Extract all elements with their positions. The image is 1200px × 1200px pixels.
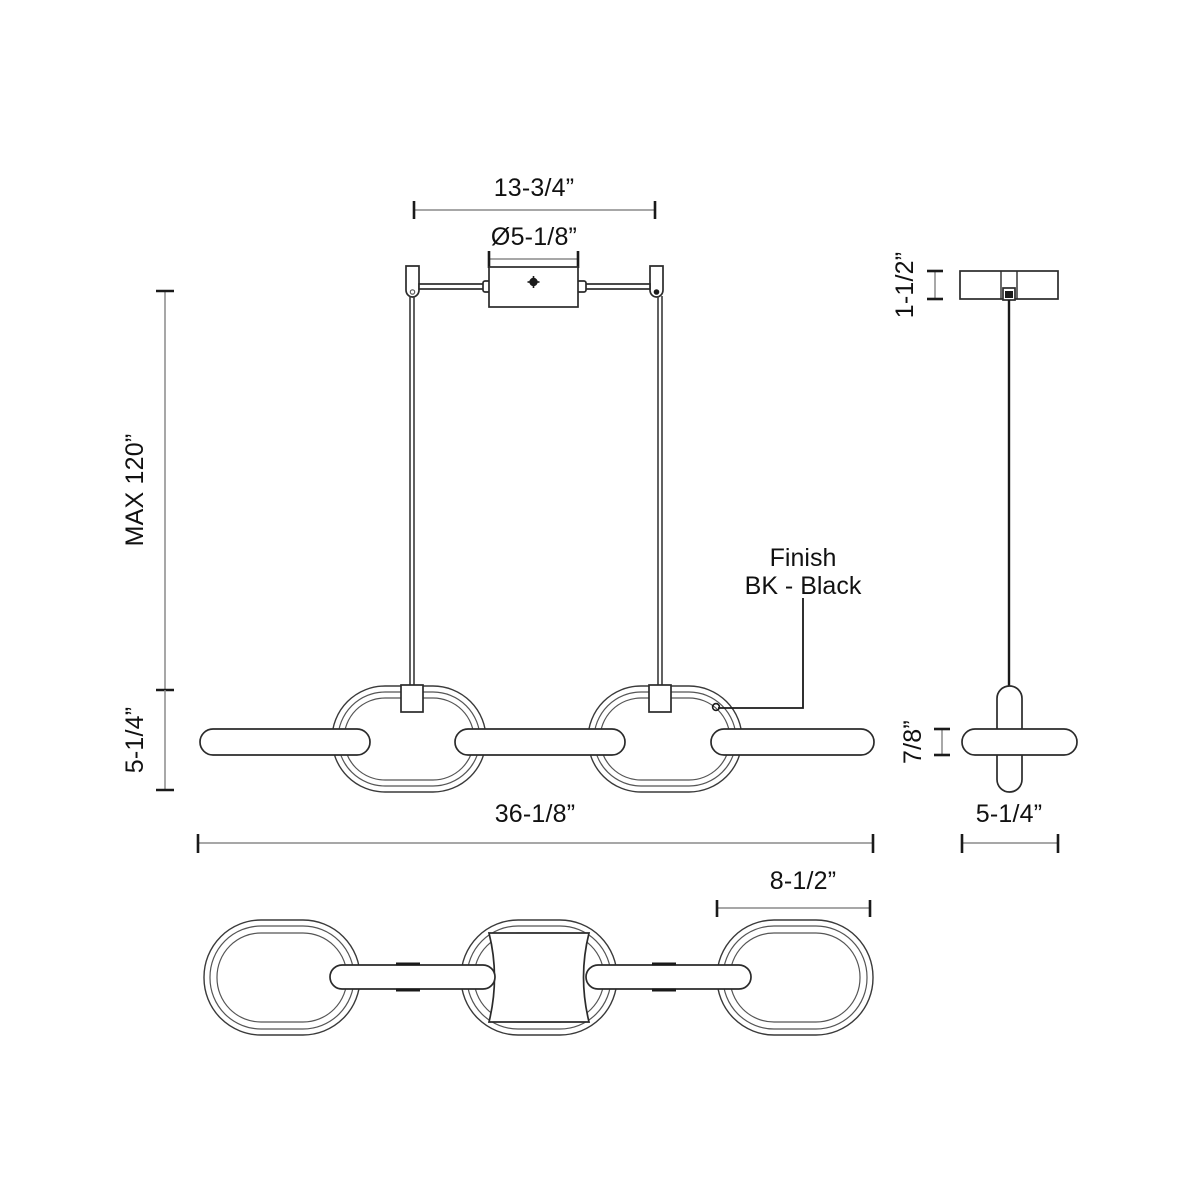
label-canopy-diameter: Ø5-1/8” xyxy=(491,223,577,251)
dimension-fixture-height xyxy=(156,690,174,792)
dimension-overall-length xyxy=(196,834,875,853)
label-fixture-depth-side: 5-1/4” xyxy=(976,800,1043,828)
dimension-max-drop xyxy=(156,289,174,692)
label-fixture-height: 5-1/4” xyxy=(121,707,149,774)
front-elevation-view xyxy=(156,201,875,853)
fixture-side-cross xyxy=(961,685,1078,793)
dimension-canopy-height-side xyxy=(927,269,943,301)
canopy-side xyxy=(959,270,1059,301)
dimension-bar-thickness-side xyxy=(934,727,950,757)
light-bars-top xyxy=(329,962,752,992)
dimension-ring-width-top xyxy=(715,900,872,917)
canopy-assembly-front xyxy=(405,265,664,308)
label-overall-length: 36-1/8” xyxy=(495,800,576,828)
label-max-drop: MAX 120” xyxy=(121,434,149,547)
label-ring-width-top: 8-1/2” xyxy=(770,867,837,895)
cable-bracket-left xyxy=(400,684,424,713)
cable-bracket-right xyxy=(648,684,672,713)
suspension-cables-front xyxy=(409,296,663,690)
light-bars-front xyxy=(199,728,875,756)
finish-label-line2: BK - Black xyxy=(745,572,862,600)
label-bar-thickness-side: 7/8” xyxy=(899,720,927,764)
dimension-canopy-width xyxy=(412,201,657,219)
finish-leader-line xyxy=(711,598,804,712)
label-canopy-height-side: 1-1/2” xyxy=(891,252,919,319)
finish-label-line1: Finish xyxy=(770,544,837,572)
side-elevation-view xyxy=(927,269,1078,853)
canopy-screw-icon xyxy=(527,276,540,288)
dimension-fixture-depth-side xyxy=(960,834,1060,853)
label-canopy-width: 13-3/4” xyxy=(494,174,575,202)
dimension-canopy-diameter xyxy=(487,251,580,268)
top-plan-view xyxy=(203,900,874,1036)
